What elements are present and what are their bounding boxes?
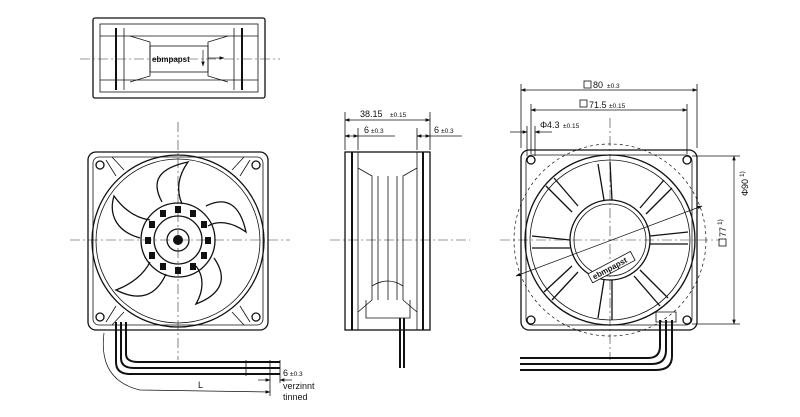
frame-value: 80 <box>593 80 603 90</box>
lead-strip-value: 6 <box>283 368 288 378</box>
rear-lead-wires <box>520 311 677 371</box>
inlet-ring-tol: ±0.3 <box>371 128 384 135</box>
lead-note-line2: tinned <box>283 392 308 402</box>
front-view: L 6 ±0.3 verzinnt tinned <box>70 122 315 402</box>
side-view: 38.15 ±0.15 6 ±0.3 6 ±0.3 <box>330 109 470 368</box>
hub-holes <box>145 206 211 274</box>
venturi-diameter-value: 90 <box>740 179 750 189</box>
outlet-ring-value: 6 <box>434 125 439 135</box>
venturi-diameter-symbol: Φ <box>740 189 750 196</box>
depth-value: 38.15 <box>360 109 383 119</box>
top-view: ebmpapst <box>80 17 280 99</box>
lead-note-line1: verzinnt <box>283 381 315 391</box>
hole-spacing-tol: ±0.15 <box>609 103 626 110</box>
lead-length-label: L <box>198 380 203 390</box>
venturi-diameter-note: 1) <box>739 171 746 177</box>
hole-diameter-value: 4.3 <box>547 120 560 130</box>
rear-view: ebmpapst 80 ±0.3 71.5 ±0.15 Φ 4.3 ±0.15 <box>500 80 750 371</box>
brand-label: ebmpapst <box>152 55 190 64</box>
inlet-ring-value: 6 <box>364 125 369 135</box>
venturi-square-value: 77 <box>718 227 728 237</box>
impeller-blades <box>111 161 247 306</box>
lead-strip-tol: ±0.3 <box>290 371 303 378</box>
hole-spacing-value: 71.5 <box>589 100 607 110</box>
hole-diameter-symbol: Φ <box>540 120 547 130</box>
hole-diameter-tol: ±0.15 <box>563 123 580 130</box>
venturi-square-note: 1) <box>717 219 724 225</box>
depth-tol: ±0.15 <box>390 112 407 119</box>
frame-tol: ±0.3 <box>607 83 620 90</box>
lead-wires <box>115 322 280 376</box>
outlet-ring-tol: ±0.3 <box>441 128 454 135</box>
